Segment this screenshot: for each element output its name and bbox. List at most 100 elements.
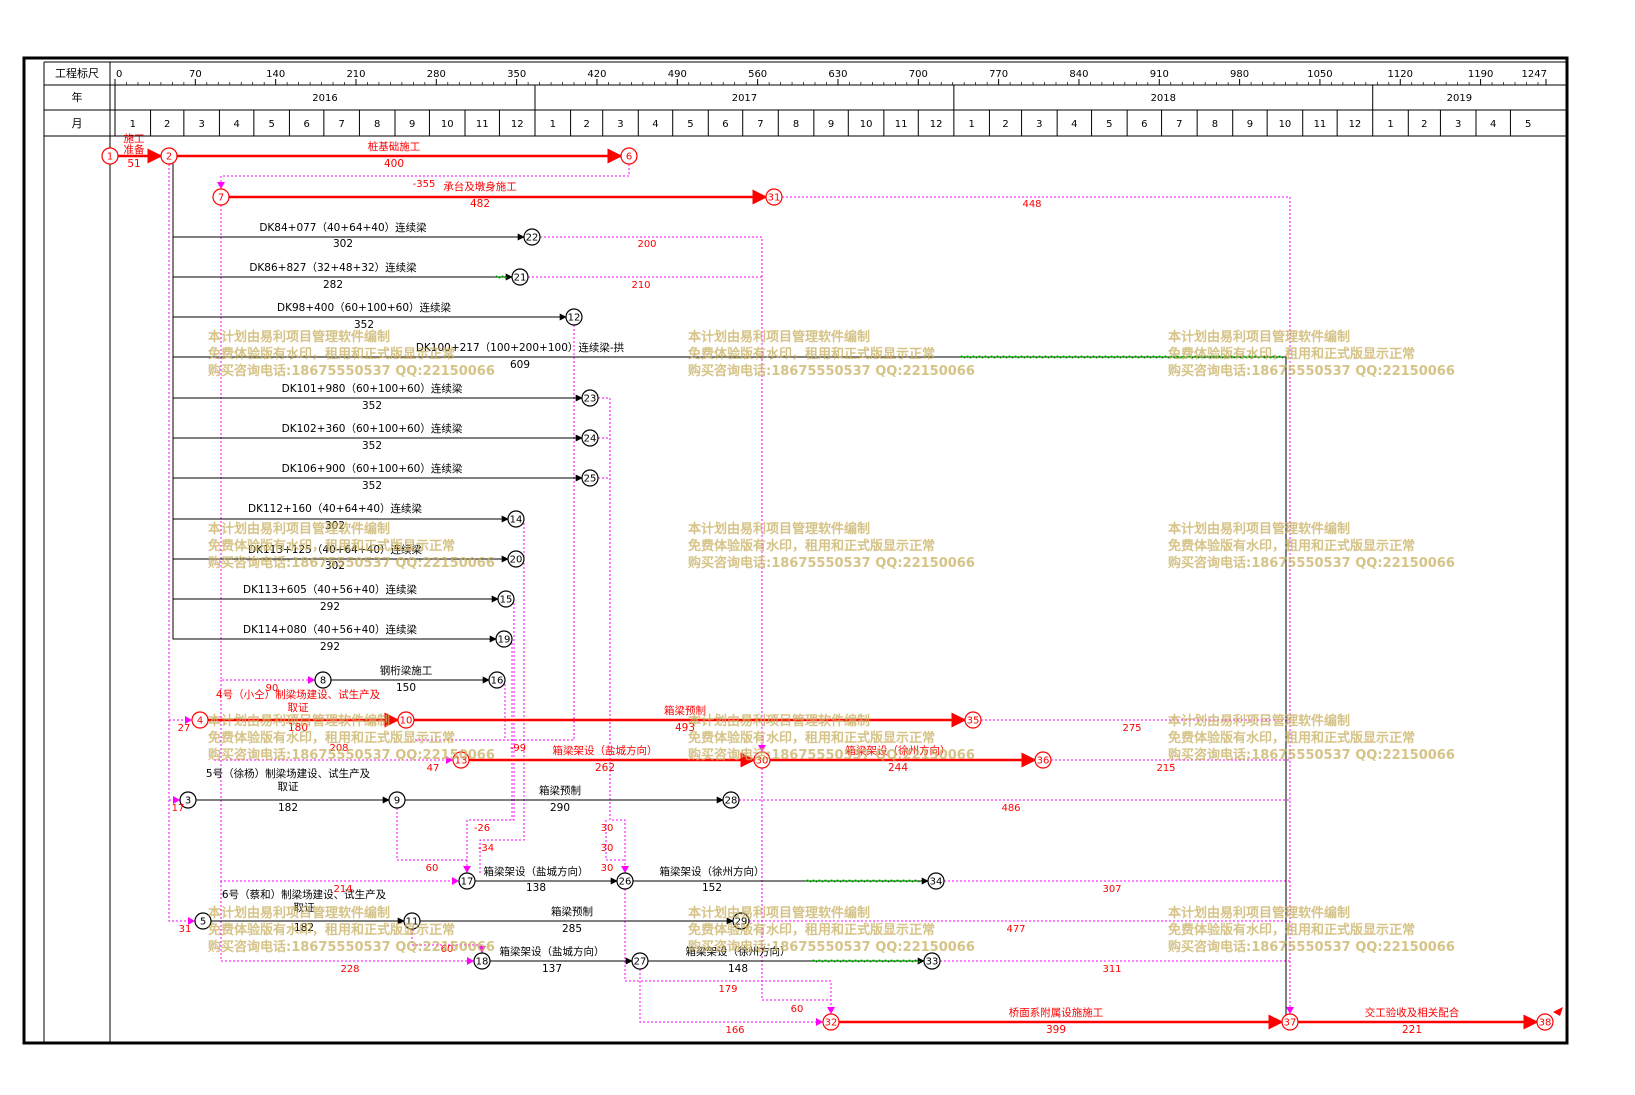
month-label-cell: 4: [233, 119, 239, 130]
node-circle[interactable]: [212, 188, 230, 206]
node-circle[interactable]: [927, 872, 945, 890]
month-label-cell: 3: [198, 119, 204, 130]
node-2[interactable]: 2: [160, 147, 178, 165]
node-33[interactable]: 33: [923, 952, 941, 970]
node-circle[interactable]: [507, 510, 525, 528]
dummy-link[interactable]: [639, 969, 823, 1023]
node-30[interactable]: 30: [753, 751, 771, 769]
node-22[interactable]: 22: [523, 228, 541, 246]
node-37[interactable]: 37: [1281, 1013, 1299, 1031]
activity-name: 桩基础施工: [368, 140, 421, 153]
node-11[interactable]: 11: [403, 912, 421, 930]
dummy-link[interactable]: [220, 881, 474, 962]
node-4[interactable]: 4: [191, 711, 209, 729]
node-circle[interactable]: [458, 872, 476, 890]
node-circle[interactable]: [620, 147, 638, 165]
node-circle[interactable]: [581, 469, 599, 487]
dummy-link[interactable]: [220, 164, 630, 189]
node-28[interactable]: 28: [722, 791, 740, 809]
node-17[interactable]: 17: [458, 872, 476, 890]
node-circle[interactable]: [616, 872, 634, 890]
node-20[interactable]: 20: [507, 550, 525, 568]
node-circle[interactable]: [581, 429, 599, 447]
node-circle[interactable]: [160, 147, 178, 165]
node-12[interactable]: 12: [565, 308, 583, 326]
node-circle[interactable]: [631, 952, 649, 970]
node-21[interactable]: 21: [511, 268, 529, 286]
node-circle[interactable]: [388, 791, 406, 809]
node-18[interactable]: 18: [473, 952, 491, 970]
dummy-link[interactable]: [782, 196, 1291, 1014]
node-circle[interactable]: [581, 389, 599, 407]
node-circle[interactable]: [732, 912, 750, 930]
node-24[interactable]: 24: [581, 429, 599, 447]
node-circle[interactable]: [179, 791, 197, 809]
node-7[interactable]: 7: [212, 188, 230, 206]
node-32[interactable]: 32: [822, 1013, 840, 1031]
dummy-link[interactable]: [220, 205, 315, 681]
node-35[interactable]: 35: [964, 711, 982, 729]
dummy-link[interactable]: [466, 599, 515, 873]
dummy-link[interactable]: [624, 889, 832, 1014]
node-8[interactable]: 8: [314, 671, 332, 689]
node-circle[interactable]: [523, 228, 541, 246]
node-27[interactable]: 27: [631, 952, 649, 970]
node-circle[interactable]: [964, 711, 982, 729]
node-circle[interactable]: [511, 268, 529, 286]
node-circle[interactable]: [403, 912, 421, 930]
node-34[interactable]: 34: [927, 872, 945, 890]
node-circle[interactable]: [473, 952, 491, 970]
node-circle[interactable]: [753, 751, 771, 769]
node-circle[interactable]: [191, 711, 209, 729]
node-15[interactable]: 15: [497, 590, 515, 608]
activity-arrow[interactable]: [172, 156, 497, 643]
node-circle[interactable]: [497, 590, 515, 608]
dummy-link[interactable]: [168, 164, 180, 801]
node-circle[interactable]: [495, 630, 513, 648]
node-circle[interactable]: [565, 308, 583, 326]
dummy-link[interactable]: [220, 680, 459, 882]
node-circle[interactable]: [194, 912, 212, 930]
node-3[interactable]: 3: [179, 791, 197, 809]
node-29[interactable]: 29: [732, 912, 750, 930]
node-36[interactable]: 36: [1034, 751, 1052, 769]
node-5[interactable]: 5: [194, 912, 212, 930]
node-circle[interactable]: [822, 1013, 840, 1031]
node-circle[interactable]: [1536, 1013, 1554, 1031]
node-circle[interactable]: [314, 671, 332, 689]
dummy-link[interactable]: [605, 820, 625, 861]
node-circle[interactable]: [507, 550, 525, 568]
dummy-time-label: 27: [178, 723, 191, 734]
node-1[interactable]: 1: [101, 147, 119, 165]
node-circle[interactable]: [397, 711, 415, 729]
dummy-link[interactable]: [598, 397, 626, 873]
node-circle[interactable]: [101, 147, 119, 165]
node-25[interactable]: 25: [581, 469, 599, 487]
node-16[interactable]: 16: [488, 671, 506, 689]
node-circle[interactable]: [1034, 751, 1052, 769]
node-13[interactable]: 13: [452, 751, 470, 769]
node-19[interactable]: 19: [495, 630, 513, 648]
node-31[interactable]: 31: [765, 188, 783, 206]
node-circle[interactable]: [488, 671, 506, 689]
dummy-link[interactable]: [761, 768, 831, 1001]
activity-arrow[interactable]: [172, 156, 513, 281]
node-6[interactable]: 6: [620, 147, 638, 165]
dummy-link[interactable]: [540, 236, 763, 752]
node-circle[interactable]: [923, 952, 941, 970]
node-9[interactable]: 9: [388, 791, 406, 809]
node-circle[interactable]: [1281, 1013, 1299, 1031]
watermark-line: 本计划由易利项目管理软件编制: [208, 713, 390, 729]
node-circle[interactable]: [452, 751, 470, 769]
node-26[interactable]: 26: [616, 872, 634, 890]
node-circle[interactable]: [722, 791, 740, 809]
node-23[interactable]: 23: [581, 389, 599, 407]
node-10[interactable]: 10: [397, 711, 415, 729]
dummy-link[interactable]: [168, 800, 195, 922]
node-38[interactable]: 38: [1536, 1013, 1554, 1031]
node-circle[interactable]: [765, 188, 783, 206]
dummy-link[interactable]: [396, 808, 467, 861]
dummy-link[interactable]: [414, 325, 575, 741]
activity-arrow[interactable]: [172, 156, 583, 442]
node-14[interactable]: 14: [507, 510, 525, 528]
